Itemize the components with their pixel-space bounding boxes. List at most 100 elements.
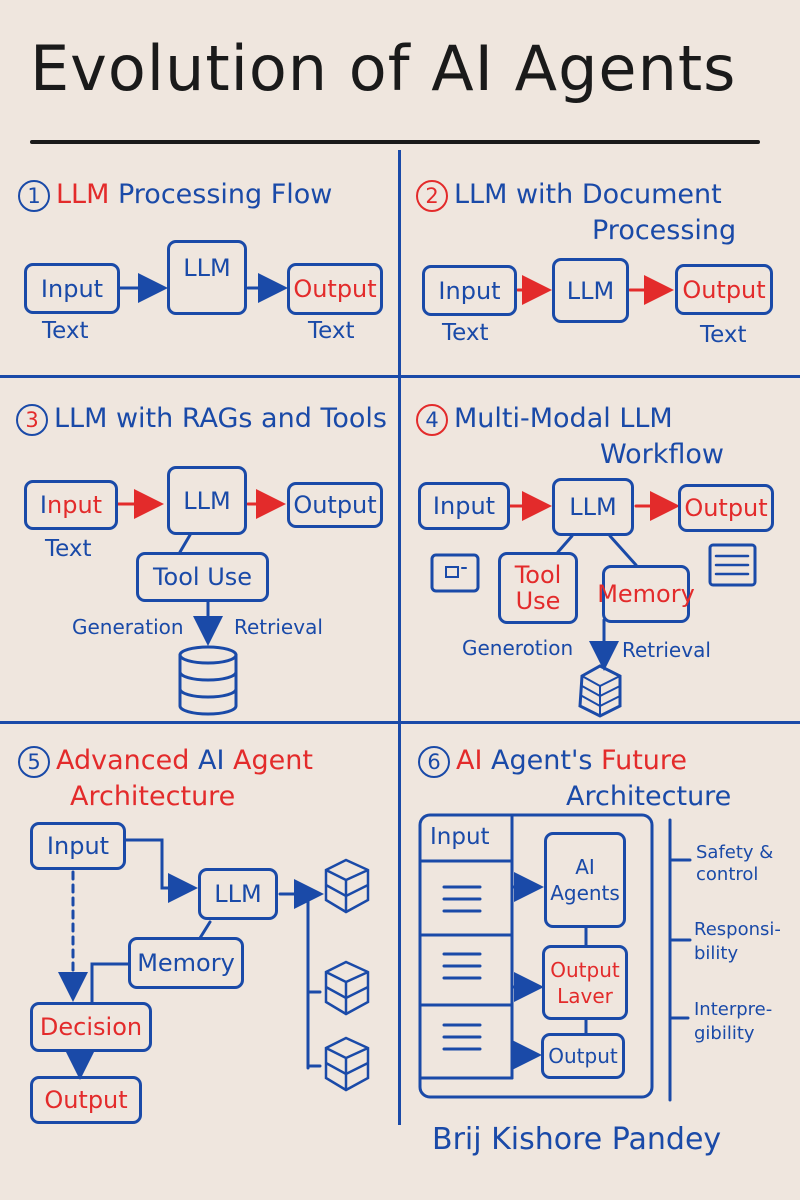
vertical-divider — [398, 150, 401, 1125]
cube-icon — [326, 962, 370, 1014]
horizontal-divider-2 — [0, 721, 800, 724]
s1-output-sub: Text — [308, 318, 355, 344]
s5-output-node: Output — [30, 1076, 142, 1124]
database-icon — [180, 650, 236, 718]
s5-input-label: Input — [46, 832, 110, 860]
database-stack-icon — [580, 666, 620, 716]
s5-output-label: Output — [44, 1086, 128, 1114]
section-4-number: 4 — [416, 403, 448, 436]
s1-output-label: Output — [293, 275, 377, 303]
s1-input-sub: Text — [42, 318, 89, 344]
s3-generation-label: Generation — [72, 615, 184, 639]
section-2-title-line2: Processing — [592, 215, 737, 246]
principle-interpretability: Interpre-gibility — [694, 999, 773, 1044]
horizontal-divider-1 — [0, 375, 800, 378]
s6-agents-line2: Agents — [550, 881, 620, 905]
s4-output-label: Output — [684, 494, 768, 522]
section-1-title-rest: Processing Flow — [117, 179, 333, 210]
section-1-title-highlight: LLM — [56, 179, 110, 210]
s5-llm-label: LLM — [214, 880, 262, 908]
s4-llm-node: LLM — [552, 478, 634, 536]
cube-icon — [326, 1038, 370, 1090]
principle-responsibility: Responsi-bility — [694, 919, 781, 964]
s4-tool-line2: Use — [515, 587, 561, 615]
document-icon — [710, 545, 755, 585]
s6-layer-line1: Output — [550, 957, 620, 982]
s6-output-node: Output — [541, 1033, 625, 1079]
s2-llm-label: LLM — [566, 276, 615, 305]
section-6-title-line2: Architecture — [566, 781, 732, 812]
section-5-title-c: Agent — [233, 745, 313, 776]
s1-llm-node: LLM — [167, 240, 247, 315]
section-6-title-b: Agent's — [491, 745, 593, 776]
s1-llm-label: LLM — [183, 254, 231, 282]
section-3-title-text: LLM with RAGs and Tools — [54, 403, 387, 434]
section-5-title-line2: Architecture — [70, 781, 236, 812]
s6-input-label: Input — [430, 824, 490, 850]
s2-input-label: Input — [438, 276, 501, 305]
s4-memory-label: Memory — [597, 580, 695, 608]
s5-decision-node: Decision — [30, 1002, 152, 1052]
section-1-number: 1 — [18, 179, 50, 212]
s6-output-label: Output — [548, 1044, 618, 1068]
s3-llm-node: LLM — [167, 466, 247, 535]
page-title: Evolution of AI Agents — [30, 32, 737, 105]
s5-memory-label: Memory — [137, 949, 235, 977]
section-2-number: 2 — [416, 179, 448, 212]
section-4-title-line2: Workflow — [600, 439, 724, 470]
s2-input-sub: Text — [442, 320, 489, 346]
s3-input-rest: nput — [47, 491, 103, 519]
s3-output-label: Output — [293, 491, 377, 519]
section-3-number: 3 — [16, 403, 48, 436]
principle-safety: Safety &control — [696, 842, 774, 885]
s3-retrieval-label: Retrieval — [234, 615, 323, 639]
title-underline — [30, 140, 760, 144]
s4-generation-label: Generotion — [462, 636, 574, 660]
s3-llm-label: LLM — [183, 486, 231, 515]
s2-llm-node: LLM — [552, 258, 629, 323]
s3-input-first: I — [39, 491, 47, 519]
section-2-title-line1: LLM with Document — [454, 179, 722, 210]
s2-output-node: Output — [675, 264, 773, 315]
s3-output-node: Output — [287, 482, 383, 528]
s4-input-label: Input — [432, 492, 496, 520]
section-6-title-a: AI — [456, 745, 483, 776]
section-5-title-a: Advanced — [56, 745, 190, 776]
section-6-title-c: Future — [601, 745, 688, 776]
s2-input-node: Input — [422, 265, 517, 316]
s4-llm-label: LLM — [569, 493, 617, 521]
s5-input-node: Input — [30, 822, 126, 870]
section-6-number: 6 — [418, 745, 450, 778]
s1-input-label: Input — [40, 274, 104, 303]
s3-tool-label: Tool Use — [152, 563, 253, 591]
s6-layer-line2: Laver — [557, 983, 613, 1008]
section-4-title-line1: Multi-Modal LLM — [454, 403, 673, 434]
s5-llm-node: LLM — [198, 868, 278, 920]
s2-output-label: Output — [682, 275, 766, 304]
image-icon — [432, 555, 478, 591]
s4-retrieval-label: Retrieval — [622, 638, 711, 662]
s4-memory-node: Memory — [597, 565, 695, 623]
section-5-title-b: AI — [197, 745, 225, 776]
s4-output-node: Output — [678, 484, 774, 532]
s3-tool-node: Tool Use — [136, 552, 269, 602]
s1-input-node: Input — [24, 263, 120, 314]
s5-decision-label: Decision — [39, 1013, 143, 1041]
s2-output-sub: Text — [700, 322, 747, 348]
s3-input-sub: Text — [45, 536, 92, 562]
s1-output-node: Output — [287, 263, 383, 315]
author-signature: Brij Kishore Pandey — [432, 1122, 722, 1157]
s6-agents-line1: AI — [575, 855, 595, 879]
cube-icon — [326, 860, 370, 912]
s5-memory-node: Memory — [128, 937, 244, 989]
